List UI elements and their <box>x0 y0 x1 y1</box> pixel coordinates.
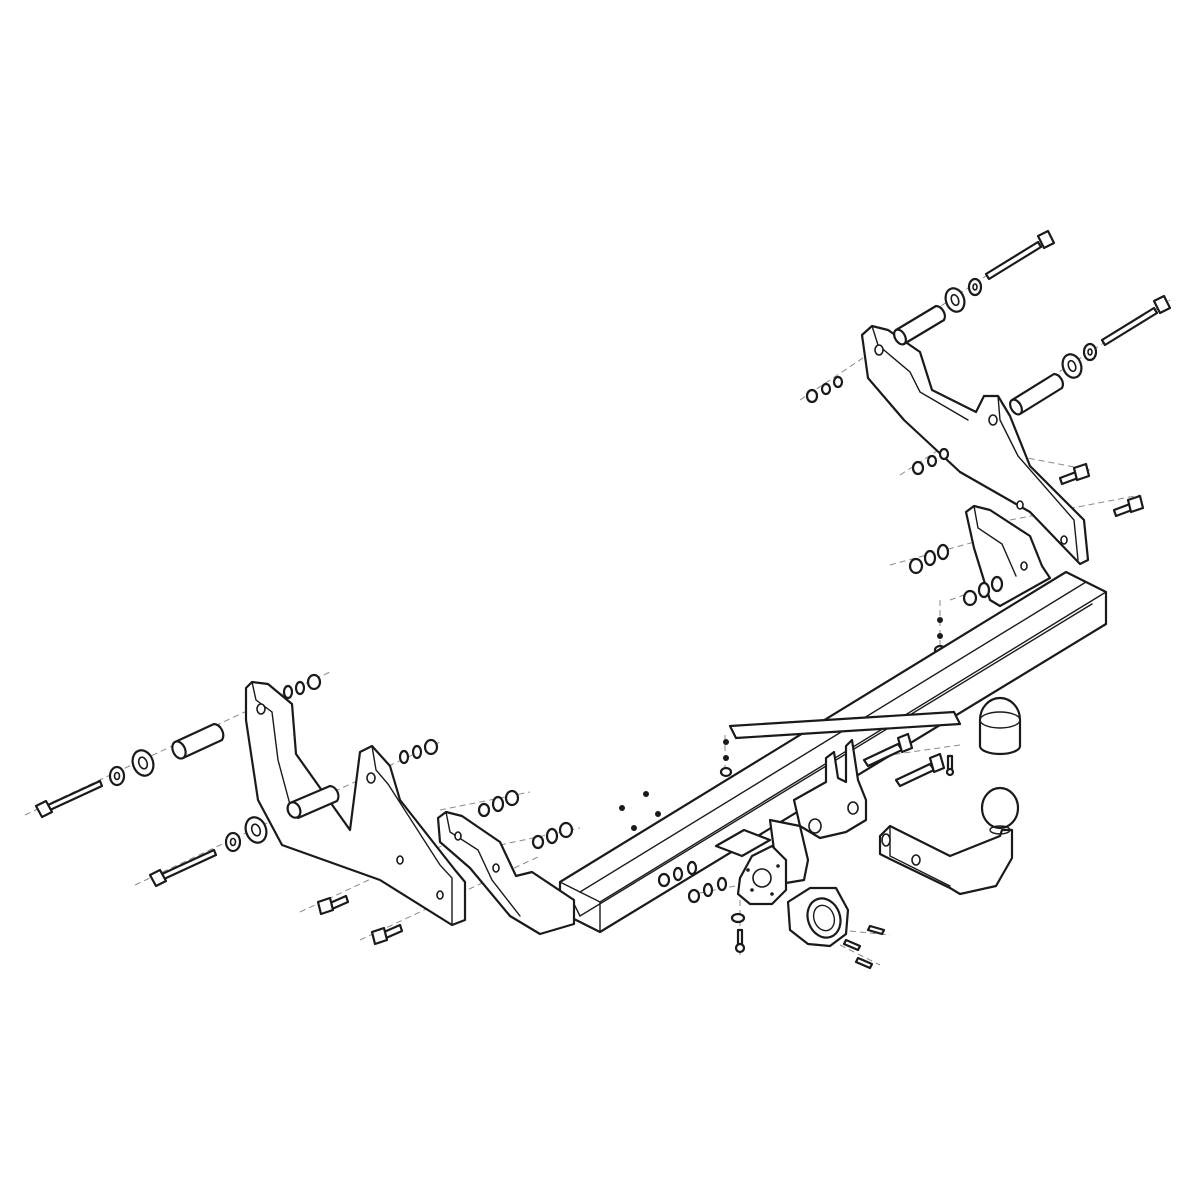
tow-ball-arm <box>878 824 1014 896</box>
left-lower-spacer-tube <box>286 784 340 820</box>
electrical-socket <box>786 886 850 948</box>
tow-ball-cap <box>978 696 1022 756</box>
right-upper-spacer-tube <box>893 277 983 346</box>
left-upper-spacer-tube <box>171 722 225 760</box>
beam-left-end-bracket <box>436 810 576 936</box>
tow-ball-fixing-bolts <box>862 732 955 788</box>
right-short-bolts <box>1058 462 1145 518</box>
left-mounting-bracket <box>244 680 467 927</box>
receiver-nut-sets <box>657 860 746 924</box>
right-mounting-bracket <box>860 324 1090 566</box>
left-short-bolt-lower <box>370 923 404 946</box>
socket-screws <box>734 924 886 970</box>
tow-ball-mount-receiver <box>714 710 962 858</box>
right-upper-long-bolt <box>984 229 1056 281</box>
socket-mounting-plate <box>736 818 810 906</box>
left-short-bolt-upper <box>316 894 350 916</box>
right-lower-spacer-tube <box>1009 342 1098 416</box>
right-lower-bracket-plate <box>964 504 1052 608</box>
beam-left-nut-sets <box>477 789 574 850</box>
left-upper-washer <box>108 749 155 787</box>
left-top-nut-set <box>282 673 322 700</box>
right-lower-long-bolt <box>1100 294 1172 347</box>
tow-ball <box>980 786 1020 835</box>
left-upper-long-bolt <box>34 779 104 819</box>
right-nut-sets <box>805 375 1004 607</box>
beam-center-small-fasteners <box>619 739 733 831</box>
left-lower-washer <box>224 816 268 853</box>
left-mid-nut-set <box>398 738 439 765</box>
left-lower-long-bolt <box>148 848 218 888</box>
